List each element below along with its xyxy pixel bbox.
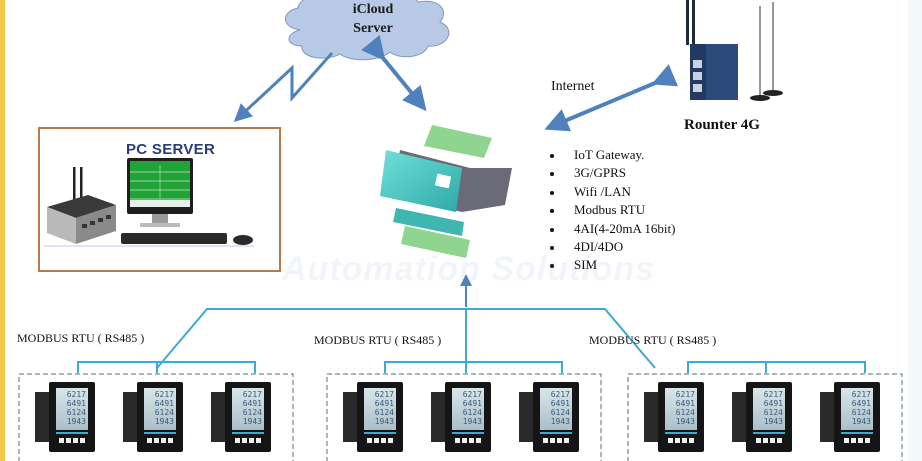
mini-pc-icon (47, 167, 116, 244)
meter-reading: 1943 (67, 417, 86, 426)
feature-item: Modbus RTU (546, 201, 675, 219)
modbus-group-box-3 (627, 373, 903, 461)
feature-item: Wifi /LAN (546, 183, 675, 201)
meter-reading: 6491 (764, 399, 783, 408)
internet-link (544, 64, 679, 132)
meter-reading: 6217 (764, 390, 783, 399)
cloud-label-line1: iCloud (352, 2, 394, 17)
meter-reading: 6124 (463, 408, 482, 417)
monitor-icon (121, 158, 253, 245)
modbus-group-label-1: MODBUS RTU ( RS485 ) (17, 331, 145, 345)
meter-reading: 6491 (463, 399, 482, 408)
meter-reading: 6124 (155, 408, 174, 417)
meter-reading: 6124 (375, 408, 394, 417)
left-border-stripe (0, 0, 5, 461)
router-label: Rounter 4G (684, 117, 760, 133)
meter-reading: 6217 (676, 390, 695, 399)
feature-item: 3G/GPRS (546, 164, 675, 182)
feature-item: IoT Gateway. (546, 146, 675, 164)
internet-label: Internet (551, 79, 595, 94)
meter-reading: 1943 (852, 417, 871, 426)
modbus-group-box-1 (18, 373, 294, 461)
meter-reading: 6217 (155, 390, 174, 399)
meter-reading: 1943 (155, 417, 174, 426)
meter-reading: 6124 (67, 408, 86, 417)
meter-reading: 1943 (764, 417, 783, 426)
meter-reading: 6491 (852, 399, 871, 408)
cloud-server-label: iCloud Server (320, 0, 426, 38)
cloud-gateway-link (361, 34, 427, 112)
feature-item: SIM (546, 256, 675, 274)
cloud-to-pc-link (233, 52, 334, 123)
meter-reading: 1943 (243, 417, 262, 426)
meter-reading: 6491 (551, 399, 570, 408)
meter-reading: 6124 (551, 408, 570, 417)
meter-reading: 6217 (463, 390, 482, 399)
feature-item: 4DI/4DO (546, 238, 675, 256)
meter-reading: 6124 (243, 408, 262, 417)
meter-reading: 1943 (676, 417, 695, 426)
meter-reading: 1943 (375, 417, 394, 426)
gateway-feature-list: IoT Gateway. 3G/GPRS Wifi /LAN Modbus RT… (546, 146, 675, 275)
meter-reading: 6491 (676, 399, 695, 408)
rs485-bus (77, 308, 866, 373)
meter-reading: 6217 (852, 390, 871, 399)
4g-router-icon (686, 0, 783, 101)
cloud-label-line2: Server (353, 21, 393, 36)
meter-reading: 6217 (551, 390, 570, 399)
feature-item: 4AI(4-20mA 16bit) (546, 220, 675, 238)
meter-reading: 6491 (243, 399, 262, 408)
modbus-group-box-2 (326, 373, 602, 461)
meter-reading: 6124 (676, 408, 695, 417)
meter-reading: 6124 (764, 408, 783, 417)
meter-reading: 6217 (243, 390, 262, 399)
meter-reading: 6217 (67, 390, 86, 399)
power-meters: 6217649161241943621764916124194362176491… (35, 382, 880, 452)
right-border (908, 0, 922, 461)
meter-reading: 6491 (155, 399, 174, 408)
meter-reading: 6491 (375, 399, 394, 408)
modbus-group-label-3: MODBUS RTU ( RS485 ) (589, 333, 717, 347)
pc-server-box (38, 127, 281, 272)
iot-gateway-device-icon (380, 125, 512, 258)
meter-reading: 6124 (852, 408, 871, 417)
pc-server-title: PC SERVER (126, 141, 216, 158)
meter-reading: 6491 (67, 399, 86, 408)
meter-reading: 6217 (375, 390, 394, 399)
meter-reading: 1943 (463, 417, 482, 426)
meter-reading: 1943 (551, 417, 570, 426)
modbus-group-label-2: MODBUS RTU ( RS485 ) (314, 333, 442, 347)
